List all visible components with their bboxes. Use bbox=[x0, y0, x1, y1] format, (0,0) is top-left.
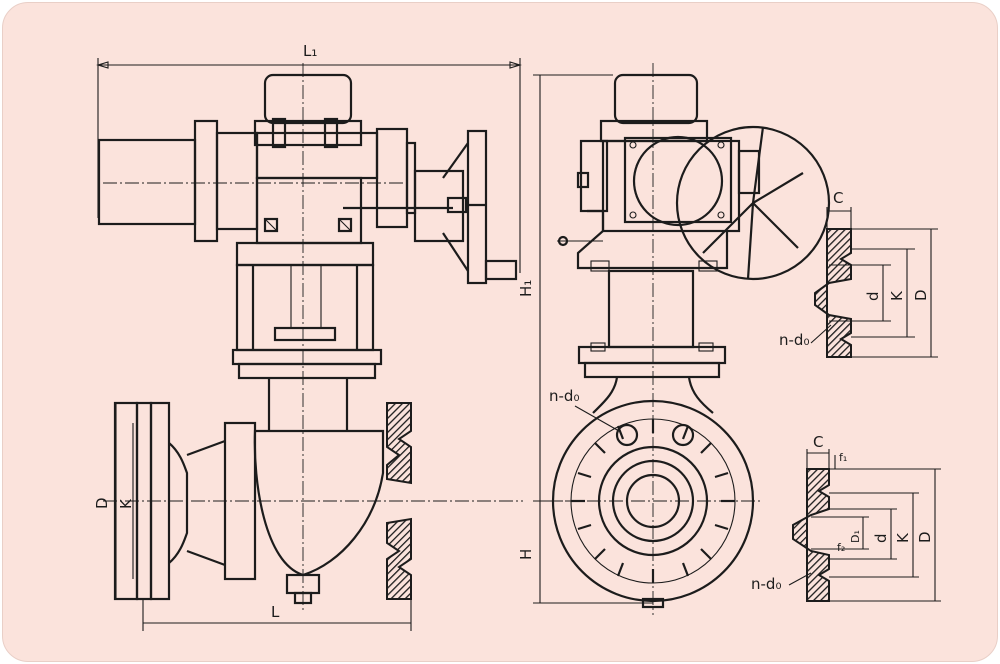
dim-D-bot-label: D bbox=[916, 531, 934, 543]
dim-L-label: L bbox=[271, 603, 280, 621]
valve-drawing: L₁ bbox=[93, 42, 941, 631]
dim-d-bot-label: d bbox=[872, 533, 890, 543]
flange-detail-bottom: C f₁ D₁ f₂ d K D n-d₀ bbox=[751, 433, 941, 602]
dim-D1-label: D₁ bbox=[849, 530, 862, 543]
dim-H-label: H bbox=[517, 549, 535, 560]
dim-K-top-label: K bbox=[888, 290, 906, 301]
dim-f2-label: f₂ bbox=[837, 541, 845, 554]
dim-L1-label: L₁ bbox=[303, 42, 317, 60]
side-view: H₁ H bbox=[517, 63, 831, 615]
dim-C-top-label: C bbox=[833, 189, 843, 207]
dim-C-bot-label: C bbox=[813, 433, 823, 451]
nd0-top-label: n-d₀ bbox=[779, 331, 809, 349]
dim-K-bot-label: K bbox=[894, 532, 912, 543]
dim-H1-label: H₁ bbox=[517, 280, 535, 297]
dim-D-top-label: D bbox=[912, 289, 930, 301]
nd0-bot-label: n-d₀ bbox=[751, 575, 781, 593]
nd0-mid-label: n-d₀ bbox=[549, 387, 579, 405]
dim-d-top-label: d bbox=[864, 291, 882, 301]
dim-f1-label: f₁ bbox=[839, 451, 847, 464]
dim-D-label: D bbox=[93, 497, 111, 509]
front-view: L₁ bbox=[93, 42, 523, 631]
flange-detail-top: C d K D n-d₀ bbox=[779, 189, 938, 358]
dim-K-label: K bbox=[117, 498, 135, 509]
